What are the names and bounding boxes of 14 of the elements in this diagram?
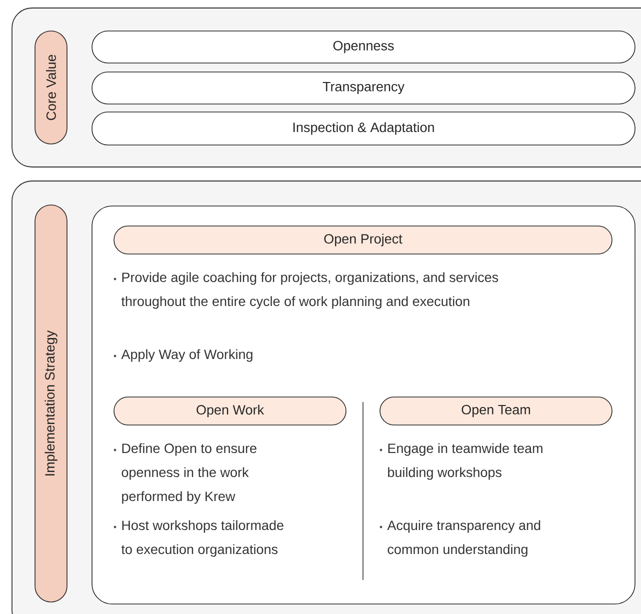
value-pill: Transparency <box>92 72 636 104</box>
value-pill: Openness <box>92 30 636 64</box>
bullet-item: Define Open to ensure openness in the work performed by Krew <box>114 443 256 504</box>
bullet-item: Host workshops tailormade to execution organizations <box>114 520 284 557</box>
bullet-item: Acquire transparency and common understanding <box>380 520 540 557</box>
bullet-item: Provide agile coaching for projects, organizations, and services throughout the entire cycle of work planning and execution <box>114 272 498 309</box>
heading-pill: Open Work <box>114 396 346 426</box>
bullet-item: Engage in teamwide team building workshops <box>380 443 542 480</box>
heading-pill: Open Team <box>380 396 612 426</box>
heading-pill: Open Project <box>114 226 612 254</box>
side-label-pill: Core Value <box>34 30 68 144</box>
side-label-pill: Implementation Strategy <box>34 204 68 602</box>
value-pill: Inspection & Adaptation <box>92 112 636 146</box>
bullet-item: Apply Way of Working <box>114 349 252 362</box>
